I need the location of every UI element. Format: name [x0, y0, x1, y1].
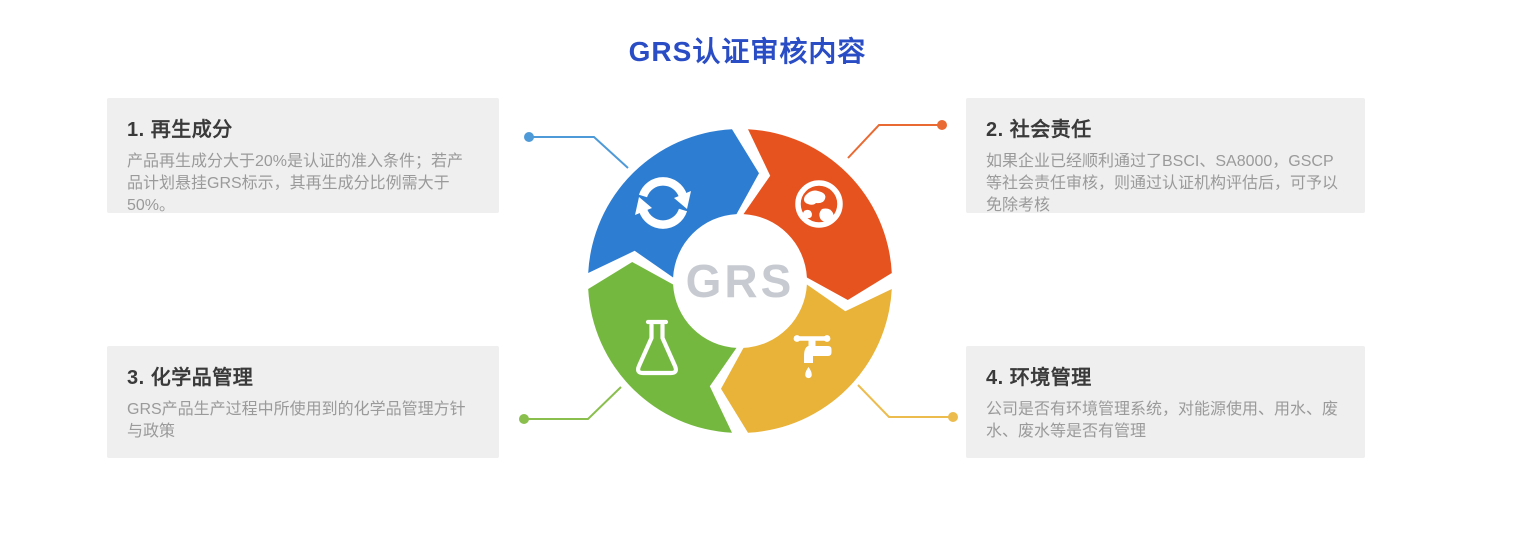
- globe-icon: [795, 180, 843, 228]
- connector-line-chemical: [524, 386, 622, 420]
- card-title: 3. 化学品管理: [127, 367, 254, 389]
- card-title: 2. 社会责任: [986, 119, 1092, 141]
- connector-dot-recycled: [524, 132, 534, 142]
- connector-dot-chemical: [519, 414, 529, 424]
- card-body: 公司是否有环境管理系统，对能源使用、用水、废水、废水等是否有管理: [986, 401, 1339, 440]
- card-recycled-content: 1. 再生成分 产品再生成分大于20%是认证的准入条件；若产品计划悬挂GRS标示…: [107, 98, 499, 214]
- page-title: GRS认证审核内容: [628, 36, 867, 67]
- flask-icon: [636, 319, 678, 376]
- card-body: 产品再生成分大于20%是认证的准入条件；若产品计划悬挂GRS标示，其再生成分比例…: [127, 153, 464, 214]
- connector-environment: [857, 384, 958, 422]
- faucet-icon: [793, 335, 832, 379]
- connector-dot-environment: [948, 412, 958, 422]
- card-body: 如果企业已经顺利通过了BSCI、SA8000，GSCP等社会责任审核，则通过认证…: [986, 153, 1339, 214]
- connector-dot-social: [937, 120, 947, 130]
- connector-line-social: [847, 124, 942, 159]
- card-environment-management: 4. 环境管理 公司是否有环境管理系统，对能源使用、用水、废水、废水等是否有管理: [966, 346, 1365, 458]
- card-title: 4. 环境管理: [986, 367, 1092, 389]
- card-body: GRS产品生产过程中所使用到的化学品管理方针与政策: [127, 401, 466, 440]
- connector-recycled: [524, 132, 629, 169]
- card-chemical-management: 3. 化学品管理 GRS产品生产过程中所使用到的化学品管理方针与政策: [107, 346, 499, 458]
- recycle-icon: [635, 177, 691, 229]
- connector-line-environment: [857, 384, 953, 418]
- card-social-responsibility: 2. 社会责任 如果企业已经顺利通过了BSCI、SA8000，GSCP等社会责任…: [966, 98, 1365, 214]
- connector-chemical: [519, 386, 622, 424]
- connector-line-recycled: [529, 136, 629, 169]
- connector-social: [847, 120, 947, 159]
- card-title: 1. 再生成分: [127, 119, 233, 141]
- grs-center-label: GRS: [686, 255, 795, 307]
